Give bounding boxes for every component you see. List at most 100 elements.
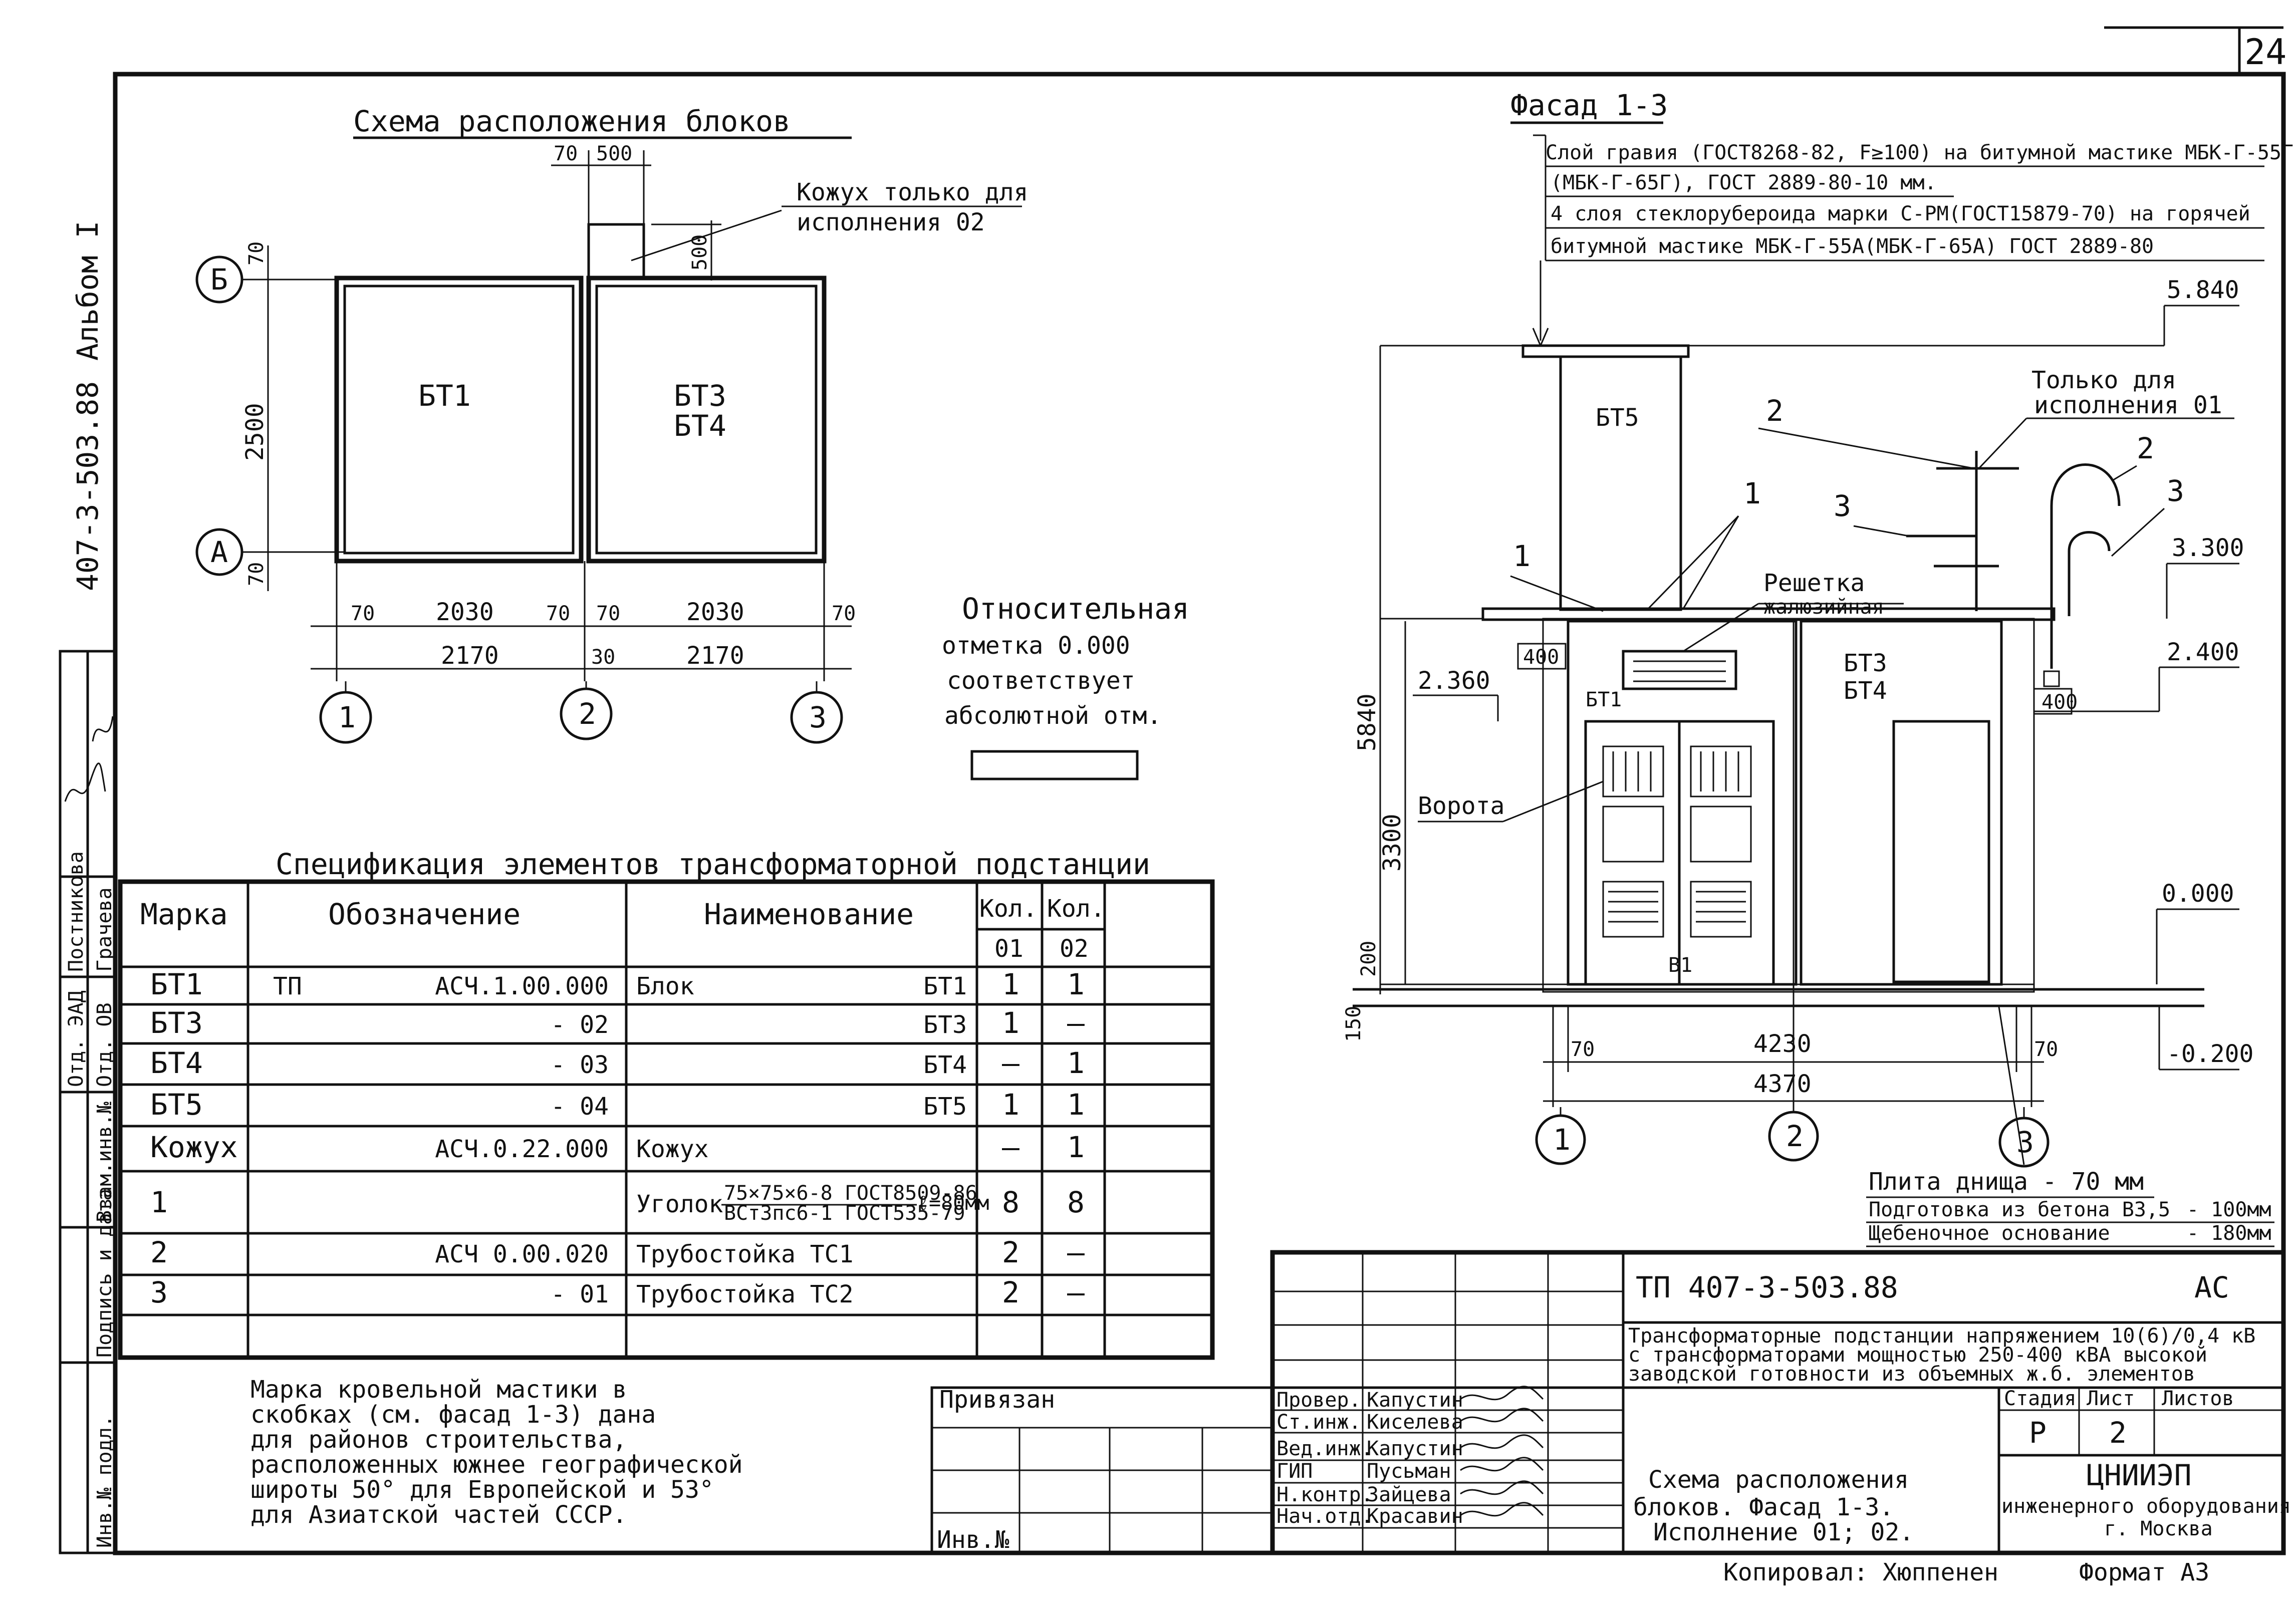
tb-signature <box>1460 1480 1544 1495</box>
spec-row-designation: - 02 <box>551 1011 609 1039</box>
dim-b1-5: 70 <box>832 602 856 625</box>
tb-role: ГИП <box>1277 1460 1313 1483</box>
bt4-label: БТ4 <box>1844 677 1887 705</box>
tb-code: ТП 407-3-503.88 <box>1636 1270 1898 1304</box>
facade-title: Фасад 1-3 <box>1510 88 1668 122</box>
bt3-label: БТ3 <box>1844 649 1887 677</box>
tb-sheet: 2 <box>2109 1416 2127 1450</box>
dim-top-500: 500 <box>596 142 632 165</box>
tb-sheetname-2: блоков. Фасад 1-3. <box>1633 1493 1894 1521</box>
casing-note-2: исполнения 02 <box>797 208 985 236</box>
tb-name: Зайцева <box>1367 1483 1451 1506</box>
bt1-label: БТ1 <box>1586 688 1622 711</box>
roof-slab-bt5 <box>1521 344 1690 358</box>
page-number: 24 <box>2244 32 2286 73</box>
dim-b2-2: 2170 <box>686 642 744 670</box>
dim-200: 200 <box>1357 941 1380 977</box>
louver-grate <box>1622 650 1737 690</box>
axis-col-1: 1 <box>338 700 356 734</box>
tb-signature <box>1460 1408 1544 1423</box>
dim-casing-500: 500 <box>688 234 711 271</box>
spec-row-name-right: БТ1 <box>923 972 967 1000</box>
level-5840: 5.840 <box>2167 276 2239 304</box>
roof-note-3: 4 слоя стеклорубероида марки С-РМ(ГОСТ15… <box>1551 202 2250 225</box>
tb-role: Нач.отд. <box>1277 1505 1373 1528</box>
stamp-postnikova: Постникова <box>65 851 88 972</box>
roof-note-4: битумной мастике МБК-Г-55А(МБК-Г-65А) ГО… <box>1551 235 2154 258</box>
spec-sh-01: 01 <box>994 935 1024 963</box>
spec-row-mark: БТ3 <box>150 1006 203 1040</box>
spec-row-qty02: 1 <box>1067 1088 1085 1122</box>
level-2400: 2.400 <box>2167 638 2239 666</box>
tied-label: Привязан <box>939 1386 1055 1414</box>
spec-h-des: Обозначение <box>328 897 521 931</box>
spec-row-designation: АСЧ.0.22.000 <box>435 1135 609 1163</box>
tb-signature <box>1460 1386 1544 1401</box>
dim-4230: 4230 <box>1753 1030 1812 1058</box>
grate-2: жалюзийная <box>1763 596 1884 619</box>
tb-name: Пусьман <box>1367 1460 1451 1483</box>
level-2360: 2.360 <box>1418 667 1490 695</box>
axis-col-2: 2 <box>579 697 596 731</box>
dim-b1-1: 2030 <box>436 598 494 626</box>
spec-row-qty01: – <box>1002 1046 1019 1080</box>
spec-h-mark: Марка <box>140 897 228 931</box>
title-block: Привязан Инв.№ ТП 407-3-503.88 АС Трансф… <box>930 1250 2291 1555</box>
dim-70b: 70 <box>2034 1038 2058 1061</box>
spec-row-mark: 1 <box>150 1185 168 1219</box>
tb-sheetname-3: Исполнение 01; 02. <box>1653 1518 1914 1546</box>
building-bt1 <box>1567 620 1798 986</box>
spec-angle-steel: ВСт3пс6-1 ГОСТ535-79 <box>724 1202 965 1225</box>
format-label: Формат А3 <box>2079 1558 2209 1586</box>
callout-2b: 2 <box>2137 431 2154 465</box>
spec-table: Спецификация элементов трансформаторной … <box>118 847 1215 1360</box>
facade-axis-1: 1 <box>1553 1123 1571 1157</box>
level-0000: 0.000 <box>2162 880 2234 908</box>
spec-row-designation: АСЧ.1.00.000 <box>435 972 609 1000</box>
spec-row-mark: 3 <box>150 1275 168 1309</box>
rel-note-3: соответствует <box>947 667 1135 695</box>
dim-b1-2: 70 <box>546 602 570 625</box>
spec-row-mark: БТ1 <box>150 967 203 1001</box>
stamp-gracheva: Грачева <box>93 887 116 972</box>
spec-row-qty02: 8 <box>1067 1185 1085 1219</box>
tb-role: Н.контр. <box>1277 1483 1373 1506</box>
callout-3b: 3 <box>2167 474 2184 508</box>
project-code-side: 407-3-503.88 <box>71 381 105 591</box>
spec-angle-grade: 75×75×6-8 ГОСТ8509-86 <box>724 1182 977 1205</box>
spec-row-qty01: 2 <box>1002 1275 1019 1309</box>
mastic-3: для районов строительства, <box>250 1426 627 1454</box>
tb-sheets-h: Листов <box>2162 1387 2234 1410</box>
level-minus0200: -0.200 <box>2167 1040 2253 1068</box>
door-bt3 <box>1892 720 1990 983</box>
spec-h-q1: Кол. <box>979 895 1038 923</box>
tb-signature <box>1460 1457 1544 1472</box>
spec-h-q2: Кол. <box>1047 895 1105 923</box>
only-for-1: Только для <box>2031 366 2176 394</box>
tb-name: Красавин <box>1367 1505 1463 1528</box>
copied-by: Копировал: Хюппенен <box>1723 1558 1998 1586</box>
stamp-vzam-inv: Взам.инв.№ <box>93 1102 116 1222</box>
title-block-roles: Провер.Ст.инж.Вед.инж.ГИПН.контр.Нач.отд… <box>1277 1386 1544 1528</box>
spec-row-mark: Кожух <box>150 1130 238 1164</box>
spec-row-designation: - 04 <box>551 1093 609 1121</box>
stamp-podpis-data: Подпись и дата <box>93 1189 116 1358</box>
spec-row-name-right: БТ3 <box>923 1011 967 1039</box>
spec-row-name-right: БТ5 <box>923 1093 967 1121</box>
block-bt3-bt4 <box>586 276 827 564</box>
spec-row-qty01: 1 <box>1002 967 1019 1001</box>
spec-row-mark: БТ5 <box>150 1088 203 1122</box>
dim-3300: 3300 <box>1378 814 1406 872</box>
level-3300: 3.300 <box>2172 534 2244 562</box>
spec-row-name: Трубостойка ТС2 <box>636 1280 853 1308</box>
dim-b2-0: 2170 <box>441 642 499 670</box>
tb-name: Киселева <box>1367 1411 1463 1434</box>
tb-role: Провер. <box>1277 1389 1361 1412</box>
dim-400a: 400 <box>1523 646 1559 669</box>
signature-postnikova <box>64 762 106 802</box>
stamp-inv-podl: Инв.№ подл. <box>93 1415 116 1548</box>
callout-1a: 1 <box>1513 539 1530 573</box>
tb-desc-2: с трансформаторами мощностью 250-400 кВА… <box>1628 1344 2207 1367</box>
